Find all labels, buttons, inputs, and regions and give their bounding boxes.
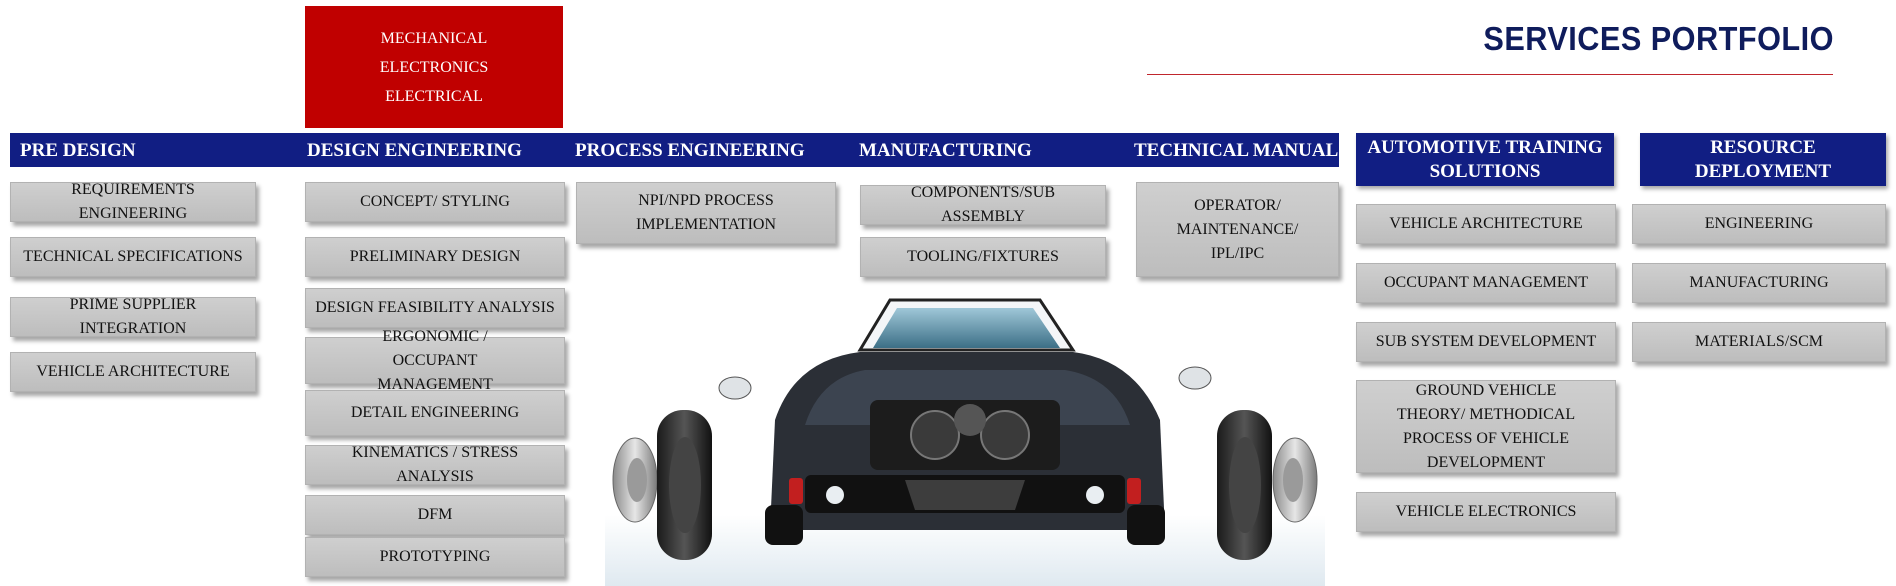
service-concept-styling: CONCEPT/ STYLING: [305, 182, 565, 222]
service-ergonomic-occupant-management: ERGONOMIC / OCCUPANT MANAGEMENT: [305, 328, 565, 393]
service-detail-engineering: DETAIL ENGINEERING: [305, 390, 565, 436]
discipline-label: ELECTRICAL: [385, 87, 483, 105]
service-requirements-engineering: REQUIREMENTS ENGINEERING: [10, 181, 256, 222]
service-design-feasibility-analysis: DESIGN FEASIBILITY ANALYSIS: [305, 288, 565, 328]
discipline-label: MECHANICAL: [380, 29, 488, 47]
service-kinematics-stress-analysis: KINEMATICS / STRESS ANALYSIS: [305, 444, 565, 485]
discipline-label: ELECTRONICS: [379, 58, 489, 76]
service-preliminary-design: PRELIMINARY DESIGN: [305, 237, 565, 277]
service-training-occupant-management: OCCUPANT MANAGEMENT: [1356, 263, 1616, 303]
service-prototyping: PROTOTYPING: [305, 537, 565, 577]
service-components-sub-assembly: COMPONENTS/SUB ASSEMBLY: [860, 184, 1106, 225]
service-training-sub-system-development: SUB SYSTEM DEVELOPMENT: [1356, 322, 1616, 362]
service-training-ground-vehicle-theory: GROUND VEHICLE THEORY/ METHODICAL PROCES…: [1356, 380, 1616, 473]
service-resource-materials-scm: MATERIALS/SCM: [1632, 322, 1886, 362]
service-dfm: DFM: [305, 495, 565, 535]
service-training-vehicle-electronics: VEHICLE ELECTRONICS: [1356, 492, 1616, 532]
header-band: [10, 133, 1339, 167]
header-design-engineering: DESIGN ENGINEERING: [307, 140, 522, 161]
title-divider: [1147, 74, 1833, 75]
header-automotive-training: AUTOMOTIVE TRAINING SOLUTIONS: [1356, 133, 1614, 186]
page-title: SERVICES PORTFOLIO: [1483, 20, 1834, 57]
header-process-engineering: PROCESS ENGINEERING: [575, 140, 805, 161]
service-resource-manufacturing: MANUFACTURING: [1632, 263, 1886, 303]
service-operator-maintenance: OPERATOR/ MAINTENANCE/ IPL/IPC: [1136, 182, 1339, 277]
service-vehicle-architecture: VEHICLE ARCHITECTURE: [10, 352, 256, 392]
service-training-vehicle-architecture: VEHICLE ARCHITECTURE: [1356, 204, 1616, 244]
header-technical-manuals: TECHNICAL MANUALS: [1134, 140, 1349, 161]
service-npi-npd-process: NPI/NPD PROCESS IMPLEMENTATION: [576, 182, 836, 244]
service-tooling-fixtures: TOOLING/FIXTURES: [860, 237, 1106, 277]
service-resource-engineering: ENGINEERING: [1632, 204, 1886, 244]
disciplines-box: MECHANICAL ELECTRONICS ELECTRICAL: [305, 6, 563, 128]
header-manufacturing: MANUFACTURING: [859, 140, 1032, 161]
exploded-car-illustration: [605, 298, 1325, 586]
header-pre-design: PRE DESIGN: [20, 140, 136, 161]
service-prime-supplier-integration: PRIME SUPPLIER INTEGRATION: [10, 296, 256, 337]
service-technical-specifications: TECHNICAL SPECIFICATIONS: [10, 237, 256, 277]
header-resource-deployment: RESOURCE DEPLOYMENT: [1640, 133, 1886, 186]
